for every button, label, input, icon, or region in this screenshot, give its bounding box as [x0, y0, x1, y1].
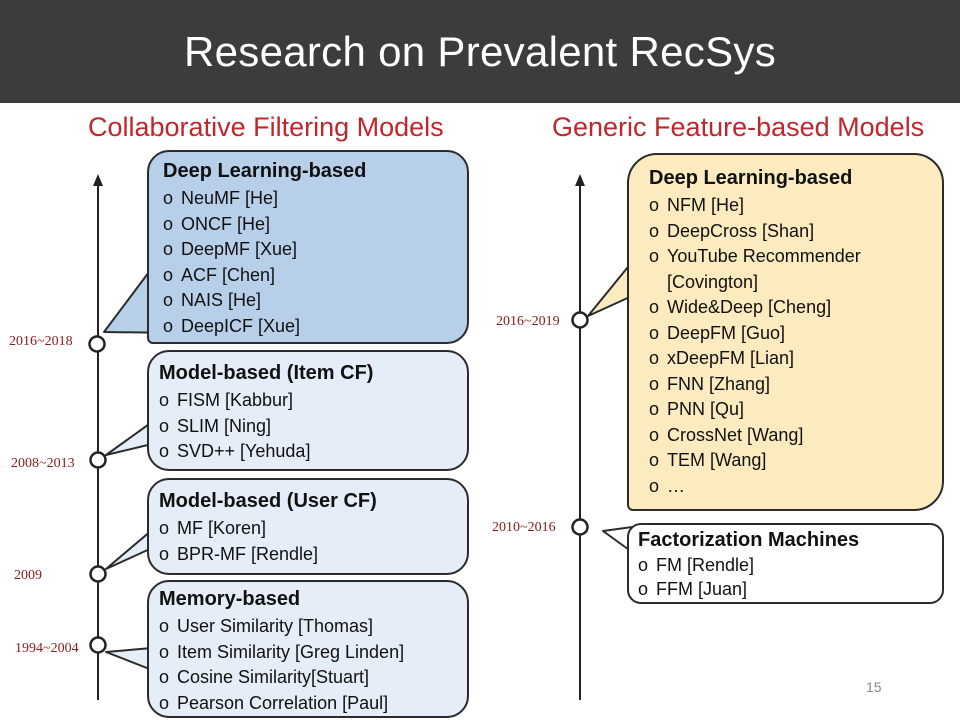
title-bar: Research on Prevalent RecSys — [0, 0, 960, 103]
date-label-2016-2018: 2016~2018 — [9, 334, 73, 349]
box-heading: Memory-based — [159, 588, 301, 610]
date-label-1994-2004: 1994~2004 — [15, 641, 79, 656]
callout-pointer-deep-generic — [587, 261, 633, 317]
box-heading: Deep Learning-based — [649, 167, 853, 189]
slide-title: Research on Prevalent RecSys — [183, 28, 776, 75]
box-heading: Model-based (Item CF) — [159, 362, 374, 384]
timeline-marker-2016-2018 — [88, 335, 106, 353]
timeline-marker-2008-2013 — [89, 451, 107, 469]
callout-pointer-memory — [105, 647, 153, 671]
timeline-marker-1994-2004 — [89, 636, 107, 654]
timeline-marker-2010-2016 — [571, 518, 589, 536]
list-item-continuation: [Covington] — [667, 271, 759, 292]
right-section-title: Generic Feature-based Models — [552, 112, 925, 142]
list-item: o… — [649, 475, 685, 496]
callout-pointer-user-cf — [105, 529, 153, 570]
callout-pointer-item-cf — [105, 421, 153, 456]
page-number: 15 — [866, 679, 882, 695]
right-axis-arrowhead — [575, 174, 585, 186]
left-axis-arrowhead — [93, 174, 103, 186]
left-section-title: Collaborative Filtering Models — [88, 112, 444, 142]
date-label-2008-2013: 2008~2013 — [11, 456, 75, 471]
box-heading: Factorization Machines — [638, 529, 860, 551]
date-label-2009: 2009 — [14, 568, 42, 583]
date-label-2016-2019: 2016~2019 — [496, 314, 560, 329]
timeline-marker-2009 — [89, 565, 107, 583]
box-heading: Deep Learning-based — [163, 160, 367, 182]
box-heading: Model-based (User CF) — [159, 490, 377, 512]
timeline-marker-2016-2019 — [571, 311, 589, 329]
date-label-2010-2016: 2010~2016 — [492, 520, 556, 535]
